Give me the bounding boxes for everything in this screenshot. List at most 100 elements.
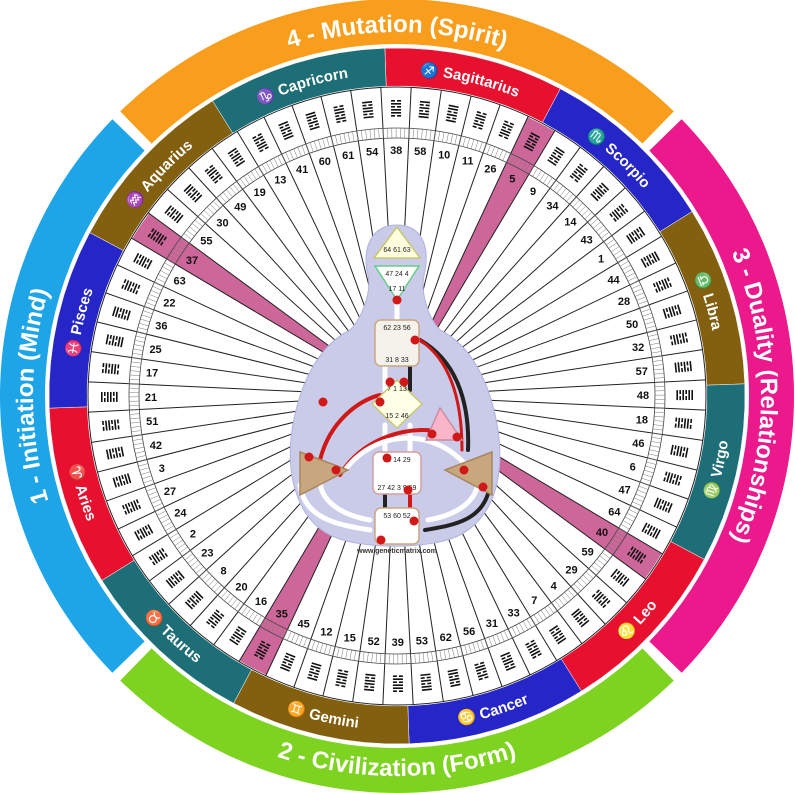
hexagram-icon — [121, 499, 142, 515]
hexagram-icon — [134, 524, 154, 541]
head-gates: 64 61 63 — [383, 247, 410, 254]
root-center — [374, 507, 420, 545]
hexagram-icon — [652, 277, 673, 293]
gate-number-51: 51 — [146, 416, 158, 428]
hexagram-icon — [663, 471, 682, 486]
gate-highlight-5 — [422, 117, 555, 345]
gate-number-49: 49 — [234, 201, 246, 213]
gate-number-9: 9 — [530, 186, 536, 198]
hexagram-icon — [571, 608, 590, 628]
hexagram-icon — [278, 120, 294, 141]
gate-number-56: 56 — [463, 626, 475, 638]
throat-gates: 62 23 56 — [383, 325, 410, 332]
gate-number-22: 22 — [163, 298, 175, 310]
head-center — [372, 225, 422, 259]
gate-number-25: 25 — [149, 344, 161, 356]
gate-divider — [448, 187, 626, 350]
ajna-gates-lower: 17 11 — [389, 286, 406, 293]
ajna-gates: 47 24 4 — [385, 271, 408, 278]
gate-number-63: 63 — [174, 276, 186, 288]
gate-divider — [117, 264, 334, 367]
hexagram-icon — [229, 626, 247, 646]
hexagram-icon — [164, 205, 184, 224]
spleen-center — [299, 450, 350, 497]
hexagram-icon — [674, 417, 693, 430]
gate-number-23: 23 — [201, 548, 213, 560]
gate-number-19: 19 — [254, 187, 266, 199]
gate-number-43: 43 — [581, 234, 593, 246]
sacral-center — [372, 451, 422, 495]
gate-divider — [96, 321, 330, 380]
gate-number-6: 6 — [630, 462, 636, 474]
hexagram-icon — [392, 675, 403, 693]
hexagram-icon — [641, 522, 661, 540]
gate-divider — [147, 212, 341, 355]
gate-number-32: 32 — [632, 342, 644, 354]
gate-number-17: 17 — [146, 368, 158, 380]
gate-number-8: 8 — [221, 566, 227, 578]
gate-number-4: 4 — [551, 581, 558, 593]
hexagram-icon — [206, 609, 225, 629]
hexagram-icon — [305, 111, 320, 131]
hexagram-icon — [333, 104, 347, 124]
gate-number-14: 14 — [564, 216, 577, 228]
gate-number-41: 41 — [296, 164, 308, 176]
hexagram-icon — [674, 361, 692, 373]
gate-number-52: 52 — [368, 636, 380, 648]
hexagram-icon — [147, 228, 167, 246]
gate-divider — [466, 405, 703, 441]
hexagram-icon — [569, 163, 588, 183]
gate-number-31: 31 — [486, 618, 498, 630]
hexagram-icon — [105, 446, 125, 460]
gate-number-42: 42 — [150, 440, 162, 452]
hexagram-icon — [165, 570, 185, 589]
gate-number-18: 18 — [636, 414, 648, 426]
hexagram-icon — [669, 332, 689, 346]
gate-number-53: 53 — [416, 636, 428, 648]
gate-divider — [88, 381, 328, 394]
gate-number-45: 45 — [297, 619, 309, 631]
hexagram-icon — [307, 662, 322, 681]
hexagram-icon — [547, 146, 565, 166]
gate-divider — [426, 116, 529, 333]
g-center — [370, 378, 424, 430]
gate-number-60: 60 — [319, 156, 331, 168]
gate-number-15: 15 — [344, 632, 356, 644]
gate-divider — [88, 399, 328, 413]
gate-divider — [211, 148, 356, 341]
hexagram-icon — [112, 473, 132, 488]
website-url: www.geneticmatrix.com — [356, 548, 437, 555]
gate-divider — [466, 379, 706, 393]
gate-number-34: 34 — [546, 200, 559, 212]
gate-divider — [438, 146, 581, 340]
hexagram-icon — [590, 182, 610, 202]
gate-number-46: 46 — [632, 438, 644, 450]
quarter-segment-2 — [120, 648, 674, 793]
gate-divider — [452, 210, 645, 355]
gate-number-40: 40 — [596, 527, 608, 539]
hexagram-icon — [204, 164, 223, 184]
hexagram-icon — [335, 669, 349, 688]
hexagram-icon — [227, 147, 246, 167]
gate-highlight-37 — [132, 213, 349, 366]
g-gates: 7 1 13 — [387, 386, 407, 393]
gate-number-37: 37 — [186, 255, 198, 267]
hexagram-icon — [653, 497, 673, 514]
quarter-segment-3 — [0, 119, 145, 673]
gate-number-24: 24 — [174, 508, 187, 520]
hexagram-icon — [252, 133, 269, 153]
gate-number-5: 5 — [509, 174, 515, 186]
gate-number-39: 39 — [392, 637, 404, 649]
gate-divider — [167, 188, 346, 350]
activation-dots — [304, 295, 488, 545]
throat-center — [374, 319, 420, 367]
hexagram-icon — [133, 252, 153, 270]
ajna-center — [373, 265, 421, 302]
gate-number-30: 30 — [216, 218, 228, 230]
gate-divider — [466, 398, 706, 411]
gate-number-12: 12 — [320, 627, 332, 639]
gate-number-16: 16 — [255, 596, 267, 608]
gate-number-27: 27 — [164, 486, 176, 498]
hexagram-icon — [447, 668, 461, 688]
hexagram-icon — [525, 639, 542, 659]
